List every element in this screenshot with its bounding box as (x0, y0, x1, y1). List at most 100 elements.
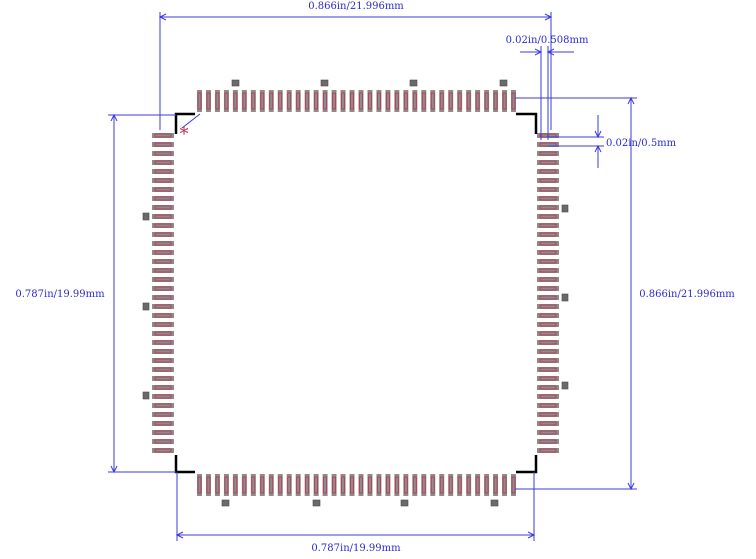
pad-top-outline (251, 92, 256, 110)
pad-top (349, 90, 355, 112)
pad-group (152, 90, 559, 496)
pad-top (322, 90, 328, 112)
pad-bottom (268, 474, 274, 496)
pad-top-outline (305, 92, 310, 110)
pad-left (152, 331, 174, 336)
pad-bottom (421, 474, 427, 496)
pad-bottom-outline (341, 476, 345, 494)
pad-right-outline (539, 349, 557, 354)
pad-top-outline (475, 92, 480, 110)
pad-left (152, 304, 174, 309)
fiducial-marker (142, 212, 150, 221)
pad-top (197, 90, 202, 112)
pad-top-outline (242, 92, 247, 110)
fiducial-marker (142, 391, 150, 400)
pad-left (152, 232, 174, 237)
pad-right-outline (539, 286, 557, 291)
pad-top (457, 90, 463, 112)
pad-top (439, 90, 445, 112)
pad-bottom-outline (493, 476, 498, 494)
pad-top (448, 90, 454, 112)
pad-bottom (475, 474, 481, 496)
pad-left (152, 376, 174, 381)
dim-padw-arrow-bottom (594, 144, 602, 153)
pad-bottom-outline (323, 476, 328, 494)
pad-left-outline (154, 142, 172, 147)
pad-right (537, 196, 559, 201)
fiducial-marker (312, 499, 321, 507)
pad-bottom-outline (287, 476, 292, 494)
pad-top (367, 90, 373, 112)
pad-bottom-outline (457, 476, 462, 494)
pad-bottom (259, 474, 265, 496)
pad-bottom (448, 474, 454, 496)
dim-right-arrow-bottom (627, 482, 635, 491)
pad-bottom (493, 474, 499, 496)
pad-bottom-outline (502, 476, 507, 494)
pad-left-outline (154, 241, 172, 246)
pad-top (250, 90, 256, 112)
pad-bottom (214, 474, 220, 496)
pad-right-outline (539, 304, 557, 309)
pad-bottom (412, 474, 418, 496)
pad-left-outline (154, 412, 172, 417)
pad-left (152, 142, 174, 147)
pad-bottom (466, 474, 472, 496)
pad-left-outline (154, 403, 172, 408)
pad-right (537, 331, 559, 336)
pad-right-outline (539, 178, 557, 183)
dim-bottom-arrow-left (175, 531, 184, 539)
fiducial-marker (561, 293, 569, 302)
pad-bottom (286, 474, 292, 496)
dim-top-label: 0.866in/21.996mm (308, 1, 404, 12)
pad-top (277, 90, 283, 112)
pad-left (152, 223, 174, 228)
silkscreen-corner-top-left (174, 112, 195, 134)
pad-right-outline (539, 385, 557, 390)
pad-left-outline (154, 439, 172, 444)
pad-right (537, 160, 559, 165)
pad-top (340, 90, 346, 112)
pad-right-outline (539, 151, 557, 156)
pad-right-outline (539, 259, 557, 264)
pad-right (537, 259, 559, 264)
pad-right-outline (539, 430, 557, 435)
pad-right-outline (539, 439, 557, 444)
pad-top-outline (287, 92, 292, 110)
pad-right (537, 376, 559, 381)
pad-bottom-outline (385, 476, 390, 494)
pad-bottom-outline (484, 476, 489, 494)
pad-bottom-outline (350, 476, 354, 494)
pad-bottom-outline (206, 476, 211, 494)
pad-top (205, 90, 211, 112)
pad-left (152, 412, 174, 417)
pad-bottom-outline (403, 476, 408, 494)
pad-right (537, 178, 559, 183)
pad-bottom (304, 474, 310, 496)
pad-right (537, 367, 559, 372)
dim-right-arrow-top (627, 96, 635, 105)
pad-top-outline (233, 92, 238, 110)
fiducial-marker (142, 302, 150, 311)
pad-left (152, 151, 174, 156)
pad-right-outline (539, 412, 557, 417)
pad-bottom-outline (359, 476, 363, 494)
pad-top (259, 90, 265, 112)
pad-left-outline (154, 214, 172, 219)
dim-right-label: 0.866in/21.996mm (639, 289, 735, 300)
pad-top-outline (278, 92, 283, 110)
pad-left-outline (154, 313, 172, 318)
pad-top-outline (377, 92, 381, 110)
fiducial-marker (400, 499, 409, 507)
dim-padw-arrow-top (594, 130, 602, 139)
pad-top-outline (314, 92, 319, 110)
pad-left (152, 205, 174, 210)
pad-left-outline (154, 394, 172, 399)
pad-left (152, 241, 174, 246)
pad-left (152, 268, 174, 273)
pad-left (152, 313, 174, 318)
pad-left (152, 277, 174, 282)
pad-bottom (232, 474, 238, 496)
pad-left (152, 349, 174, 354)
pad-bottom-outline (448, 476, 453, 494)
